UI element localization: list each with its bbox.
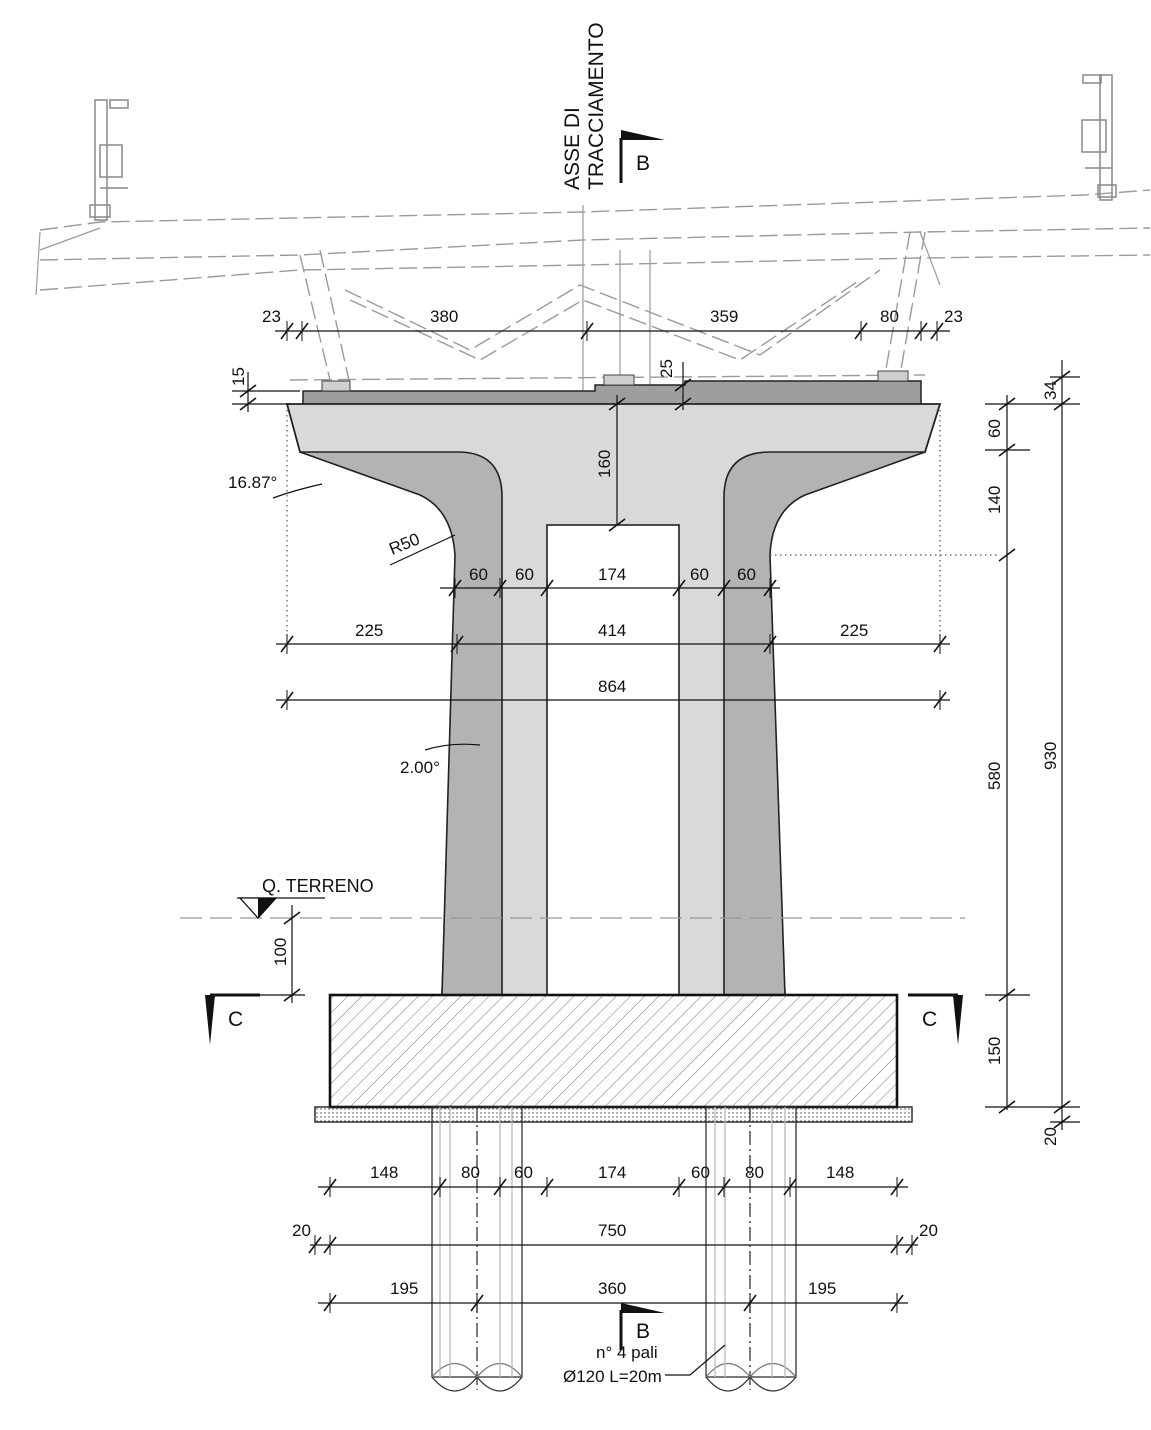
- ground-label: Q. TERRENO: [262, 876, 374, 896]
- section-mark-b-bottom-icon: [619, 1303, 665, 1350]
- dim-f-195-right: 195: [808, 1279, 836, 1298]
- piles-note-line1: n° 4 pali: [596, 1343, 658, 1362]
- dim-f-148-right: 148: [826, 1163, 854, 1182]
- dimension-tick: [1053, 370, 1071, 384]
- dim-over-225-left: 225: [355, 621, 383, 640]
- shaft-wall-left: [299, 451, 503, 996]
- dim-v-60: 60: [985, 419, 1004, 438]
- dimension-tick: [674, 378, 692, 392]
- dim-f-360: 360: [598, 1279, 626, 1298]
- dimension-tick: [1053, 1100, 1071, 1114]
- dim-cap-864: 864: [598, 677, 626, 696]
- dim-bearing-25: 25: [657, 359, 676, 378]
- dimension-tick: [283, 911, 301, 925]
- section-label-b-bottom: B: [636, 1320, 650, 1343]
- bearing-pad-mid: [603, 374, 635, 386]
- dimension-tick: [608, 397, 626, 411]
- section-mark-c-right-icon: [908, 993, 963, 1045]
- dimension-tick: [998, 443, 1016, 457]
- section-label-c-right: C: [922, 1008, 937, 1031]
- section-mark-b-top-icon: [619, 130, 665, 183]
- axis-label-line1: ASSE DI: [561, 107, 584, 190]
- dim-f-20-right: 20: [919, 1221, 938, 1240]
- dim-angle-shaft: 2.00°: [400, 758, 440, 777]
- dimension-tick: [239, 397, 257, 411]
- dimension-tick: [1053, 1115, 1071, 1129]
- dim-cap-160: 160: [595, 450, 614, 478]
- dimension-tick: [1053, 397, 1071, 411]
- dim-f-148-left: 148: [370, 1163, 398, 1182]
- railing-right-icon: [1081, 74, 1117, 201]
- dimension-tick: [239, 384, 257, 398]
- axis-label-line2: TRACCIAMENTO: [585, 22, 608, 190]
- dim-f-750: 750: [598, 1221, 626, 1240]
- dim-wall-60-d: 60: [737, 565, 756, 584]
- dim-f-80-right: 80: [745, 1163, 764, 1182]
- dimension-tick: [674, 397, 692, 411]
- dim-deck-left-span: 380: [430, 307, 458, 326]
- dim-over-225-right: 225: [840, 621, 868, 640]
- dimension-tick: [608, 518, 626, 532]
- section-label-c-left: C: [228, 1008, 243, 1031]
- piles-note-line2: Ø120 L=20m: [563, 1367, 662, 1386]
- dim-radius: R50: [386, 529, 422, 558]
- deck-ghost-solid: [35, 205, 941, 390]
- dimension-ticks: [239, 321, 1071, 1313]
- dimension-tick: [998, 548, 1016, 562]
- dim-v-930: 930: [1041, 742, 1060, 770]
- dim-deck-right-span: 359: [710, 307, 738, 326]
- dim-v-34: 34: [1041, 381, 1060, 400]
- construction-lines: [286, 410, 1000, 640]
- section-mark-c-left-icon: [205, 993, 260, 1045]
- dim-wall-60-b: 60: [515, 565, 534, 584]
- dimension-tick: [998, 397, 1016, 411]
- dim-v-140: 140: [985, 486, 1004, 514]
- dim-deck-right-80: 80: [880, 307, 899, 326]
- dimension-tick: [998, 1100, 1016, 1114]
- dim-v-580: 580: [985, 762, 1004, 790]
- dim-f-195-left: 195: [390, 1279, 418, 1298]
- dim-f-60-right: 60: [691, 1163, 710, 1182]
- dim-wall-60-c: 60: [690, 565, 709, 584]
- dim-bearing-15: 15: [229, 367, 248, 386]
- dim-f-60-left: 60: [514, 1163, 533, 1182]
- piles: [431, 1106, 797, 1392]
- railing-left-icon: [89, 99, 129, 221]
- dim-f-80-left: 80: [461, 1163, 480, 1182]
- section-label-b-top: B: [636, 152, 650, 175]
- dim-deck-right-edge: 23: [944, 307, 963, 326]
- bearing-pad-right: [877, 370, 909, 382]
- dim-v-150: 150: [985, 1037, 1004, 1065]
- shaft-void: [546, 524, 680, 996]
- dim-shaft-414: 414: [598, 621, 626, 640]
- dim-angle-cap: 16.87°: [228, 473, 277, 492]
- dim-void-174: 174: [598, 565, 626, 584]
- ground-marker-icon: [237, 897, 325, 919]
- dim-f-174: 174: [598, 1163, 626, 1182]
- footing: [328, 993, 899, 1109]
- dim-wall-60-a: 60: [469, 565, 488, 584]
- dim-f-20-left: 20: [292, 1221, 311, 1240]
- bearing-pad-left: [321, 380, 351, 392]
- blinding-layer: [314, 1106, 913, 1123]
- dim-ground-100: 100: [271, 938, 290, 966]
- dimension-tick: [283, 988, 301, 1002]
- dimension-lines: [232, 330, 1080, 1376]
- dim-deck-left-edge: 23: [262, 307, 281, 326]
- deck-ghost: [39, 189, 1151, 386]
- dim-v-20: 20: [1041, 1127, 1060, 1146]
- shaft-wall-right: [723, 451, 926, 996]
- dimension-tick: [998, 988, 1016, 1002]
